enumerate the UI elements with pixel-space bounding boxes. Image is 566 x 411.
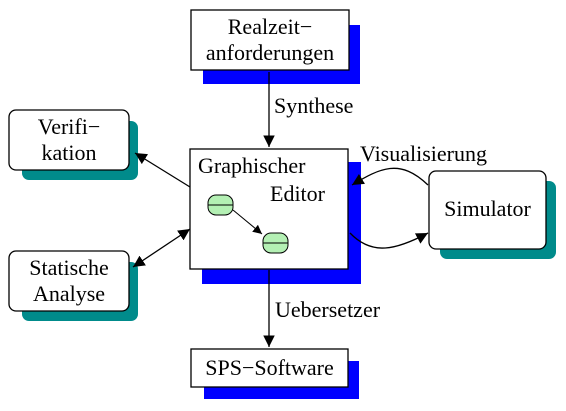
node-statische-box [8, 250, 130, 312]
edge-label-uebersetzer: Uebersetzer [275, 297, 381, 322]
node-realzeit-box [190, 9, 350, 71]
statische-label-line2: Analyse [32, 281, 106, 306]
simulator-label: Simulator [444, 196, 531, 221]
node-simulator-box [428, 170, 547, 250]
verifikation-label-line2: kation [41, 140, 97, 165]
node-sps-software[interactable] [190, 348, 359, 399]
node-simulator[interactable] [428, 170, 556, 259]
node-realzeitanforderungen[interactable] [190, 9, 360, 84]
editor-transition-arrow [232, 209, 263, 235]
node-verifikation-box [8, 109, 130, 171]
editor-label-line2: Editor [270, 181, 325, 206]
editor-state-1 [207, 194, 234, 216]
edge-label-synthese: Synthese [274, 93, 354, 118]
node-sps-box [190, 348, 349, 388]
node-statische-analyse[interactable] [8, 250, 138, 321]
edge-simulator-input-arrow [349, 232, 429, 249]
realzeit-label-line1: Realzeit− [227, 14, 313, 39]
edge-statische-arrow [132, 228, 191, 268]
edge-visualisierung-arrow [351, 167, 429, 186]
node-graphischer-editor[interactable] [189, 148, 361, 284]
verifikation-label-line1: Verifi− [37, 114, 101, 139]
editor-state-2 [262, 232, 289, 254]
sps-label: SPS−Software [205, 355, 334, 380]
editor-label-line1: Graphischer [198, 153, 306, 178]
edge-verifikation-arrow [134, 152, 191, 188]
realzeit-label-line2: anforderungen [205, 40, 335, 65]
node-verifikation[interactable] [8, 109, 138, 180]
statische-label-line1: Statische [29, 255, 109, 280]
edge-label-visualisierung: Visualisierung [360, 141, 487, 166]
